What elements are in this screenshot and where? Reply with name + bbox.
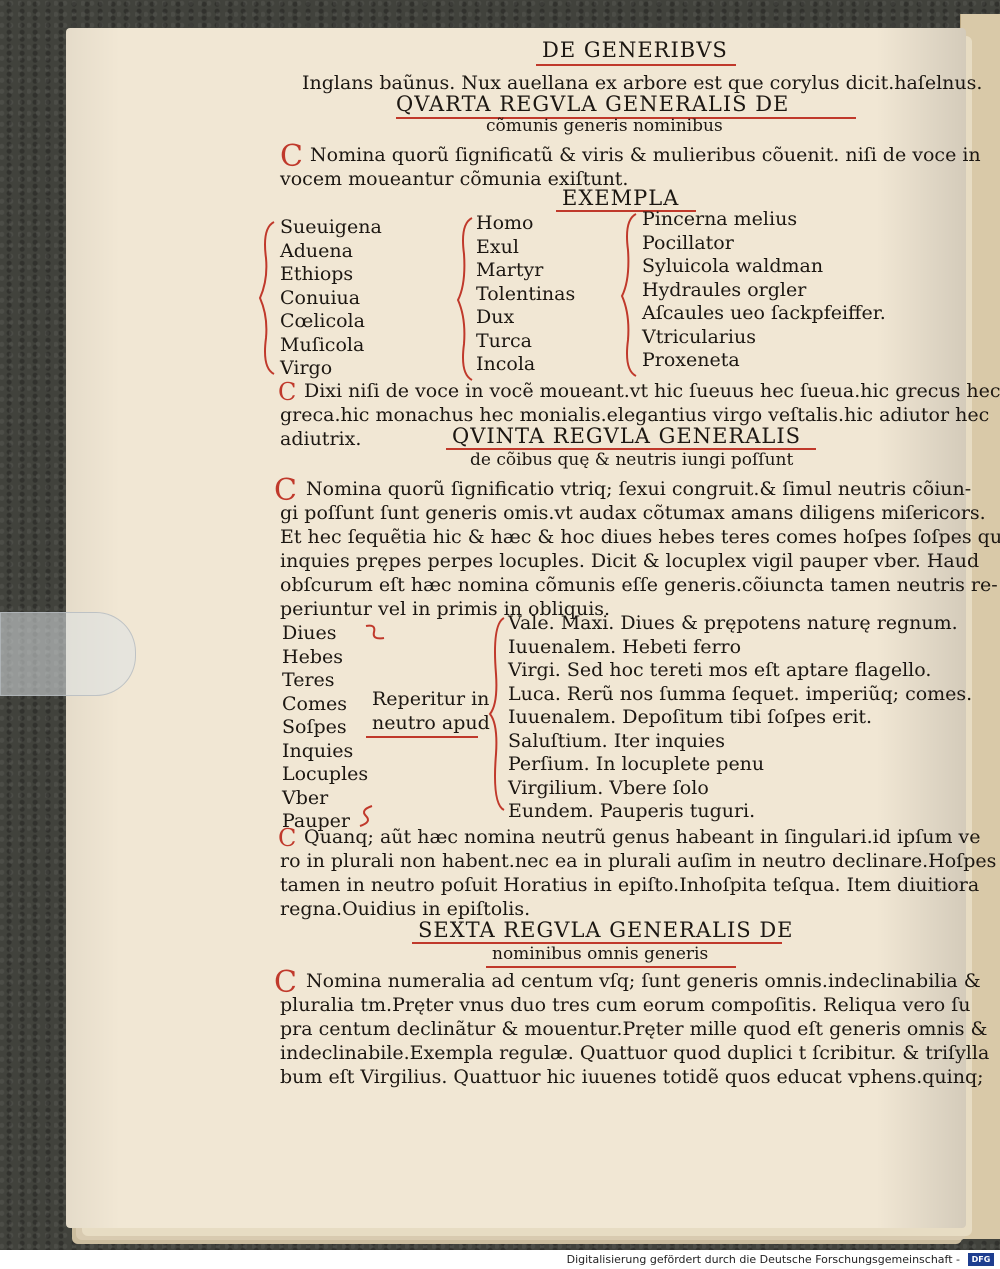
rubric-underline <box>486 966 736 968</box>
rubric-flourish <box>359 805 373 827</box>
citation-source: Iuuenalem. Depoſitum tibi ſoſpes erit. <box>508 706 873 728</box>
text-line: bum eſt Virgilius. Quattuor hic iuuenes … <box>280 1066 984 1088</box>
rubric-underline <box>556 210 696 212</box>
rubric-brace <box>258 221 275 375</box>
rubric-underline <box>536 64 736 66</box>
text-line: vocem moueantur cõmunia exiſtunt. <box>280 168 629 190</box>
section-heading: QVARTA REGVLA GENERALIS DE <box>396 92 790 116</box>
exempla-word: Cœlicola <box>280 310 365 332</box>
exempla-word: Martyr <box>476 259 544 281</box>
section-heading: EXEMPLA <box>562 186 680 210</box>
section-heading: QVINTA REGVLA GENERALIS <box>452 424 802 448</box>
citation-source: Vale. Maxi. Diues & prępotens naturę reg… <box>508 612 958 634</box>
exempla-word: Conuiua <box>280 286 361 309</box>
digitization-credit: Digitalisierung gefördert durch die Deut… <box>566 1253 960 1266</box>
rubric-paragraph-mark: C <box>274 473 297 508</box>
rubric-paragraph-mark: C <box>274 965 297 1000</box>
citation-word: Teres <box>282 669 335 691</box>
citation-source: Iuuenalem. Hebeti ferro <box>508 635 742 658</box>
rubric-brace <box>488 617 505 811</box>
text-line: Nomina numeralia ad centum vſq; ſunt gen… <box>306 970 981 992</box>
exempla-word: Pincerna melius <box>642 208 798 230</box>
text-line: adiutrix. <box>280 428 362 450</box>
rubric-paragraph-mark: C <box>278 824 297 852</box>
text-line: Et hec ſequẽtia hic & hæc & hoc diues he… <box>280 526 1000 548</box>
citation-source: Eundem. Pauperis tuguri. <box>508 800 756 822</box>
text-line: Dixi niſi de voce in vocẽ moueant.vt hic… <box>304 380 1000 402</box>
text-line: ro in plurali non habent.nec ea in plura… <box>280 850 997 872</box>
text-line: tamen in neutro poſuit Horatius in epiſt… <box>280 874 980 896</box>
exempla-word: Dux <box>476 306 515 328</box>
exempla-word: Hydraules orgler <box>642 278 807 301</box>
citation-source: Luca. Rerũ nos ſumma ſequet. imperiũq; c… <box>508 682 973 705</box>
citation-word: Comes <box>282 692 347 715</box>
exempla-word: Aſcaules ueo ſackpfeiffer. <box>642 302 886 324</box>
citation-note-line: Reperitur in <box>372 688 490 710</box>
rubric-paragraph-mark: C <box>278 378 297 406</box>
citation-source: Virgilium. Vbere ſolo <box>508 776 709 799</box>
exempla-word: Homo <box>476 212 534 234</box>
rubric-brace <box>620 213 637 377</box>
exempla-word: Exul <box>476 235 519 258</box>
citation-source: Saluſtium. Iter inquies <box>508 729 726 752</box>
exempla-word: Ethiops <box>280 263 354 285</box>
running-title: DE GENERIBVS <box>542 38 728 62</box>
citation-word: Pauper <box>282 810 350 832</box>
exempla-word: Vtricularius <box>642 325 756 348</box>
section-subheading: cõmunis generis nominibus <box>486 116 723 136</box>
citation-source: Virgi. Sed hoc tereti mos eſt aptare fla… <box>508 659 932 681</box>
exempla-word: Muſicola <box>280 333 365 356</box>
rubric-flourish <box>365 624 385 640</box>
text-line: Nomina quorũ ſignificatio vtriq; ſexui c… <box>306 478 972 500</box>
exempla-word: Syluicola waldman <box>642 255 824 277</box>
text-line: Inglans baũnus. Nux auellana ex arbore e… <box>302 72 983 94</box>
text-line: pra centum declinãtur & mouentur.Pręter … <box>280 1018 988 1040</box>
text-line: gi poſſunt ſunt generis omis.vt audax cõ… <box>280 502 986 524</box>
book-page: DE GENERIBVS Inglans baũnus. Nux auellan… <box>66 28 1000 1228</box>
text-line: periuntur vel in primis in obliquis. <box>280 598 611 620</box>
citation-word: Soſpes <box>282 716 347 738</box>
dfg-logo: DFG <box>968 1253 994 1266</box>
rubric-underline <box>366 736 478 738</box>
text-line: Quanq; aũt hæc nomina neutrũ genus habea… <box>304 826 981 848</box>
rubric-underline <box>396 117 856 119</box>
page-clip <box>0 612 136 696</box>
section-heading: SEXTA REGVLA GENERALIS DE <box>418 918 794 942</box>
text-line: pluralia tm.Pręter vnus duo tres cum eor… <box>280 994 971 1016</box>
exempla-word: Proxeneta <box>642 349 740 371</box>
exempla-word: Tolentinas <box>476 282 576 305</box>
section-subheading: de cõibus quę & neutris iungi poſſunt <box>470 450 794 470</box>
citation-word: Inquies <box>282 739 354 762</box>
citation-word: Vber <box>282 786 329 809</box>
exempla-word: Pocillator <box>642 231 734 254</box>
text-line: regna.Ouidius in epiſtolis. <box>280 898 531 920</box>
citation-source: Perſium. In locuplete penu <box>508 753 765 775</box>
text-line: indeclinabile.Exempla regulæ. Quattuor q… <box>280 1042 990 1064</box>
citation-note-line: neutro apud <box>372 712 490 734</box>
rubric-brace <box>456 217 473 381</box>
rubric-paragraph-mark: C <box>280 139 303 174</box>
citation-word: Diues <box>282 622 337 644</box>
citation-word: Locuples <box>282 763 369 785</box>
text-line: obſcurum eſt hæc nomina cõmunis eſſe gen… <box>280 574 998 596</box>
citation-word: Hebes <box>282 645 343 668</box>
rubric-underline <box>446 448 816 450</box>
exempla-word: Turca <box>476 329 532 352</box>
rubric-underline <box>412 942 782 944</box>
exempla-word: Sueuigena <box>280 216 382 238</box>
section-subheading: nominibus omnis generis <box>492 944 709 964</box>
exempla-word: Aduena <box>280 239 353 262</box>
exempla-word: Incola <box>476 353 536 375</box>
exempla-word: Virgo <box>280 357 333 379</box>
text-line: greca.hic monachus hec monialis.eleganti… <box>280 404 990 426</box>
text-line: inquies prępes perpes locuples. Dicit & … <box>280 550 980 572</box>
text-line: Nomina quorũ ſignificatũ & viris & mulie… <box>310 144 981 166</box>
